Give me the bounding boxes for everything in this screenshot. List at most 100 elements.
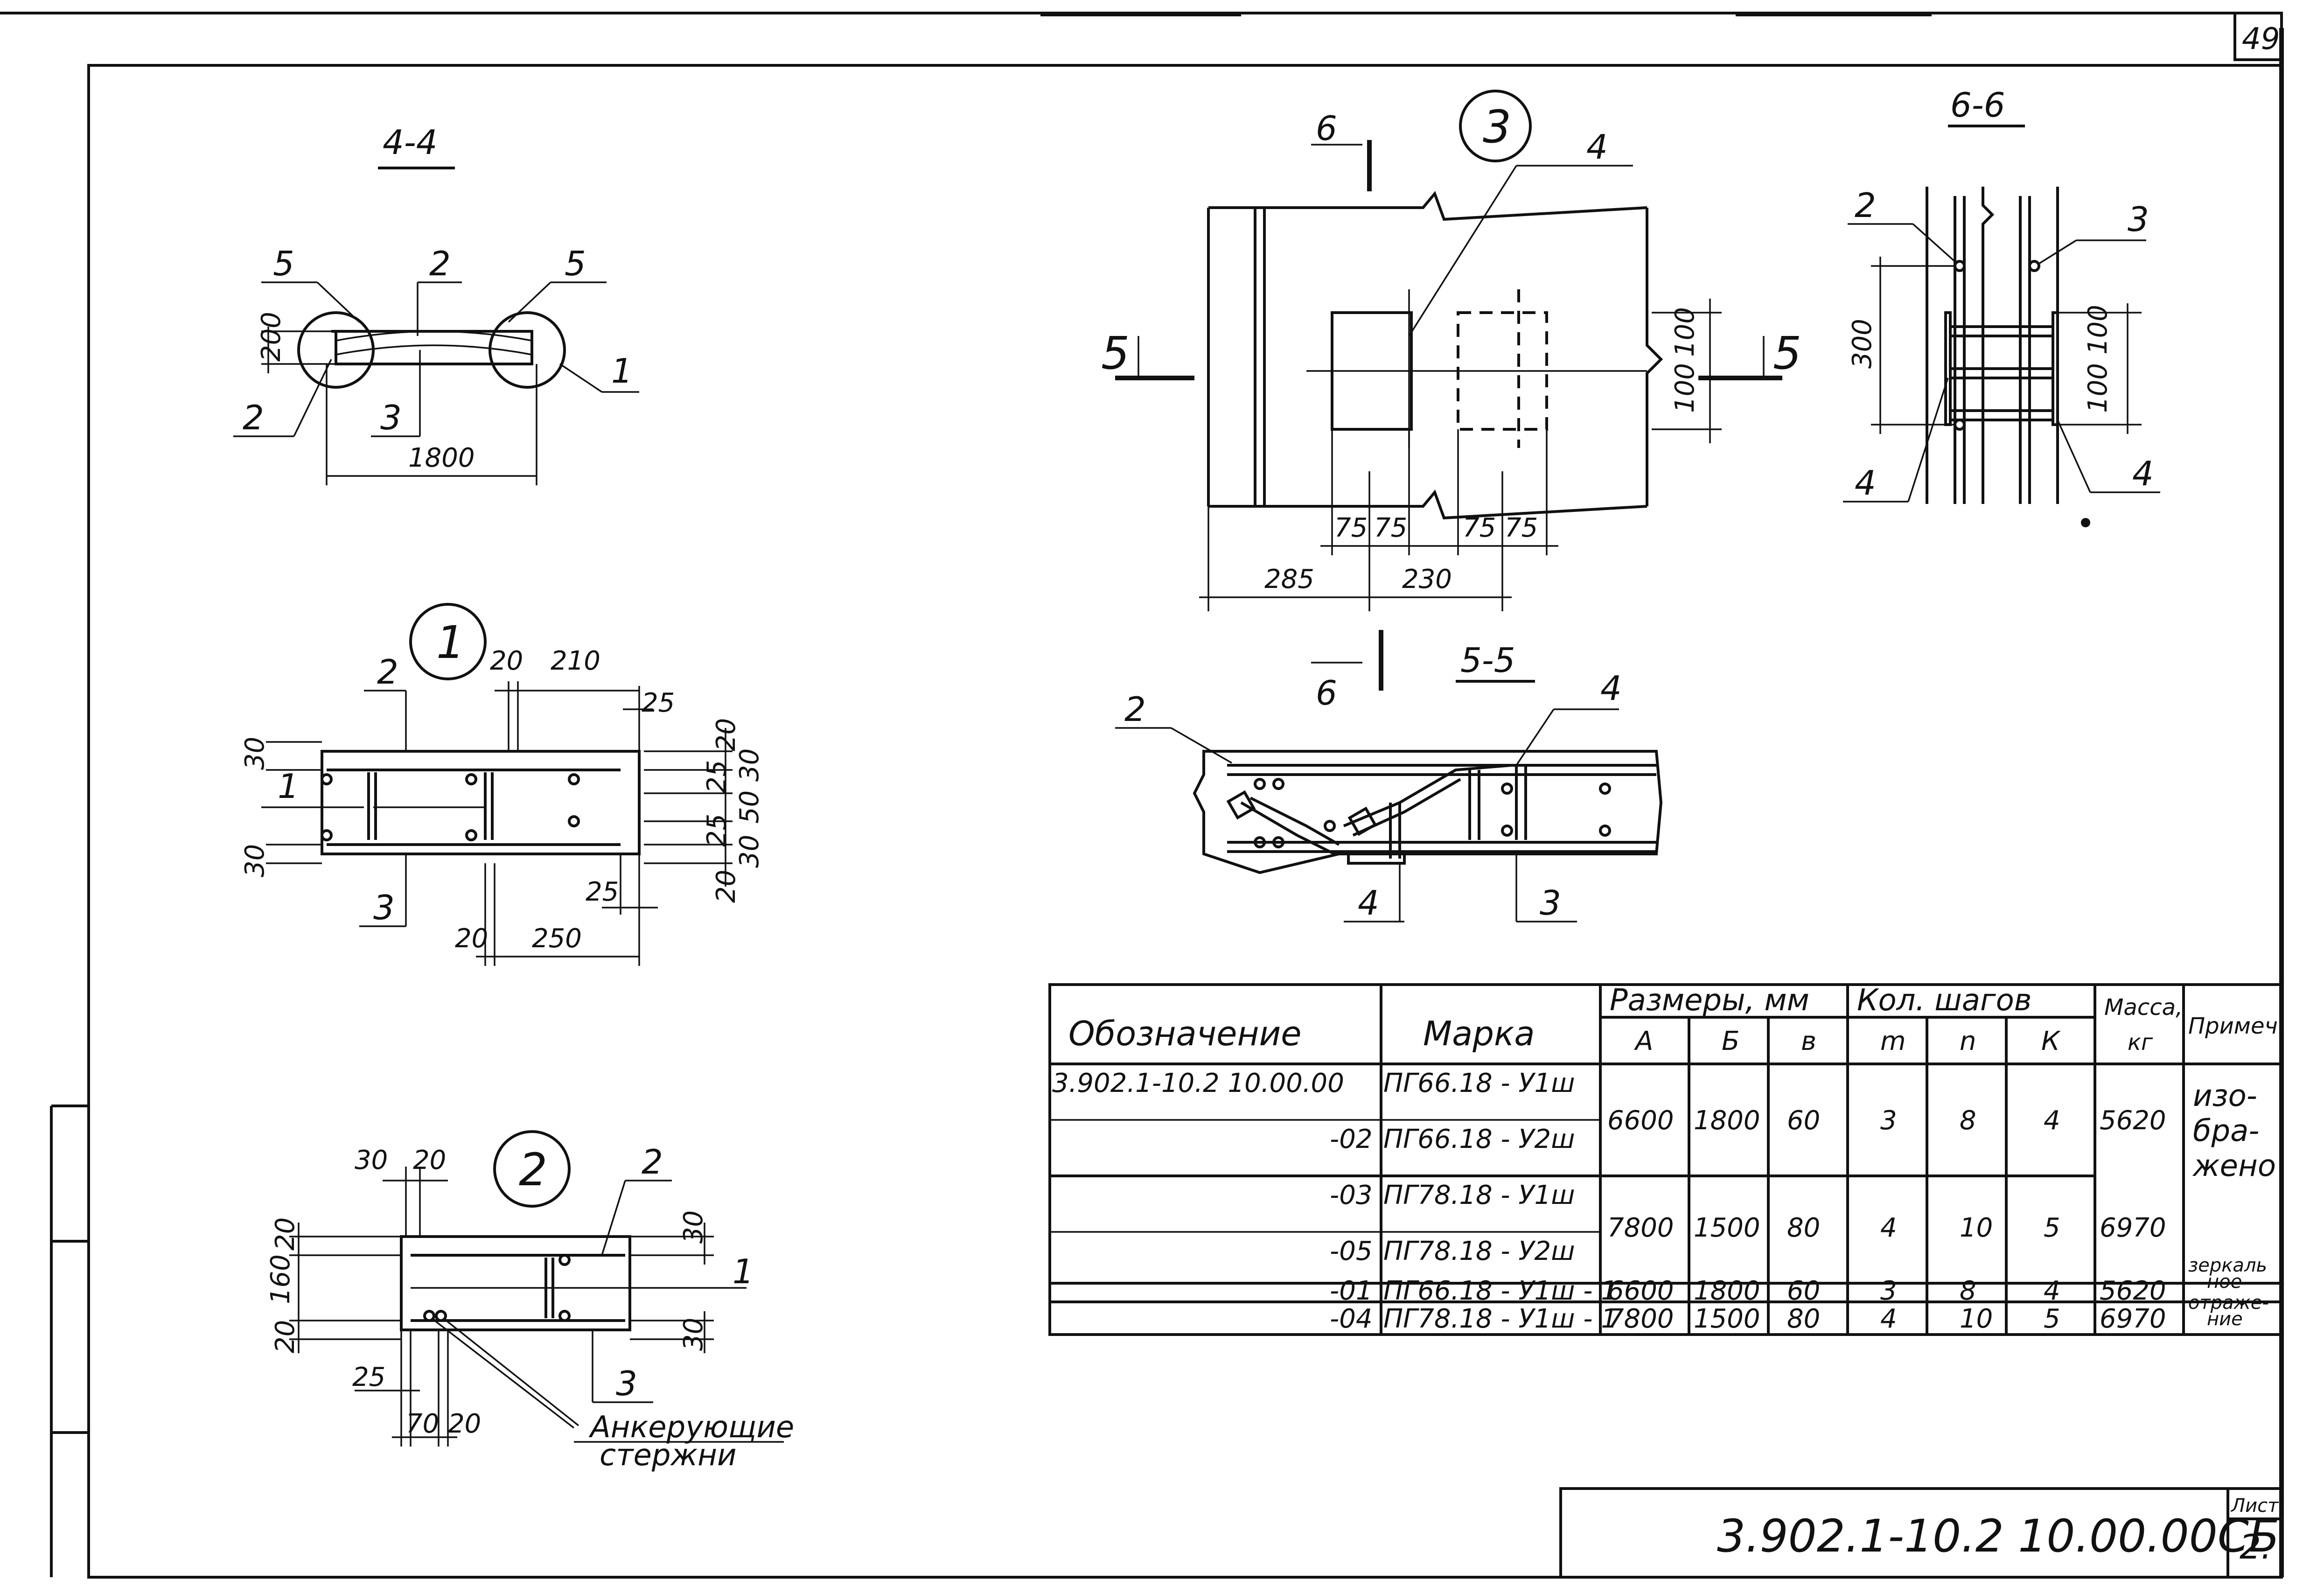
row-mark-3: ПГ78.18 - У1ш: [1383, 1180, 1575, 1210]
g2-n: 10: [1960, 1213, 1993, 1243]
r01-a: 6600: [1607, 1276, 1674, 1306]
row-designation-5: -01: [1330, 1276, 1372, 1306]
dim-200: 200: [256, 312, 286, 362]
page-number: 49: [2242, 22, 2280, 56]
node-1-callout-2: 2: [377, 652, 398, 692]
th-mass-2: кг: [2128, 1029, 2153, 1056]
note-mirror-3: отраже-: [2188, 1292, 2269, 1314]
dim-n1-25-bottom: 25: [586, 877, 619, 907]
g1-b: 1800: [1694, 1105, 1760, 1136]
row-designation-1: 3.902.1-10.2 10.00.00: [1052, 1068, 1344, 1098]
row-mark-6: ПГ78.18 - У1ш - 1: [1383, 1304, 1618, 1334]
th-step-m: m: [1880, 1026, 1906, 1056]
g2-a: 7800: [1607, 1213, 1674, 1243]
dim-6-6-100-bottom: 100: [2083, 363, 2113, 413]
dim-n1-25-r2: 25: [702, 814, 732, 847]
node-2-callout-3: 3: [616, 1364, 637, 1403]
node-3-cut-5-left: 5: [1101, 327, 1130, 379]
dim-n1-50: 50: [734, 790, 765, 824]
g1-mass: 5620: [2100, 1105, 2166, 1136]
note-depicted-1: изо-: [2193, 1079, 2257, 1113]
dim-n3-230: 230: [1402, 564, 1452, 594]
sheet-number: 2.: [2240, 1527, 2272, 1566]
dim-n3-75-4: 75: [1505, 513, 1538, 543]
node-1-callout-3: 3: [373, 888, 395, 927]
section-5-5-cut-6: 6: [1316, 673, 1337, 713]
section-5-5-title: 5-5: [1460, 641, 1515, 680]
node-1-callout-1: 1: [278, 767, 299, 806]
callout-5-right: 5: [565, 244, 586, 283]
dim-n2-20-bottom: 20: [448, 1409, 481, 1439]
dim-n2-20-left-bottom: 20: [270, 1320, 300, 1353]
dim-n1-210: 210: [551, 646, 600, 676]
r04-n: 10: [1960, 1304, 1993, 1334]
row-designation-6: -04: [1330, 1304, 1372, 1334]
dim-n1-30-r2: 30: [734, 835, 765, 868]
section-6-6-callout-4-left: 4: [1855, 463, 1876, 503]
dim-n2-70: 70: [406, 1409, 439, 1439]
section-6-6-callout-4-right: 4: [2132, 454, 2154, 493]
node-3-marker: 3: [1483, 101, 1511, 153]
dim-n2-30-right-top: 30: [678, 1210, 709, 1244]
section-6-6-callout-2: 2: [1855, 186, 1876, 225]
dim-n1-20-top: 20: [490, 646, 523, 676]
g2-k: 5: [2044, 1213, 2060, 1243]
g2-mass: 6970: [2100, 1213, 2166, 1243]
section-6-6-title: 6-6: [1950, 85, 2005, 125]
th-mark: Марка: [1423, 1014, 1535, 1053]
section-6-6-callout-3: 3: [2128, 200, 2149, 239]
section-4-4-title: 4-4: [383, 123, 438, 162]
g1-a: 6600: [1607, 1105, 1674, 1136]
r04-mass: 6970: [2100, 1304, 2166, 1334]
section-5-5-callout-4-top: 4: [1600, 669, 1622, 708]
th-size-a: А: [1634, 1026, 1653, 1056]
section-5-5-callout-3: 3: [1540, 883, 1561, 923]
r01-b: 1800: [1694, 1276, 1760, 1306]
row-designation-3: -03: [1330, 1180, 1372, 1210]
row-mark-4: ПГ78.18 - У2ш: [1383, 1236, 1575, 1266]
dim-n1-30-bottom: 30: [240, 844, 270, 877]
callout-2-bottom: 2: [243, 398, 264, 437]
node-3-callout-4: 4: [1586, 127, 1608, 167]
g1-m: 3: [1880, 1105, 1897, 1136]
note-depicted-2: бра-: [2193, 1114, 2259, 1148]
th-mass-1: Масса,: [2104, 994, 2183, 1021]
node-2-callout-1: 1: [733, 1252, 754, 1291]
r04-m: 4: [1880, 1304, 1897, 1334]
note-mirror-2: ное: [2207, 1271, 2242, 1293]
dim-1800: 1800: [408, 443, 475, 473]
node-3-cut-6: 6: [1316, 109, 1337, 148]
dim-n2-30: 30: [355, 1145, 388, 1175]
row-mark-2: ПГ66.18 - У2ш: [1383, 1124, 1575, 1154]
th-steps: Кол. шагов: [1857, 983, 2031, 1018]
node-2-marker: 2: [519, 1144, 547, 1196]
dim-n3-75-2: 75: [1374, 513, 1407, 543]
dim-n2-20-left-top: 20: [270, 1217, 300, 1251]
node-2-callout-2: 2: [642, 1142, 663, 1182]
row-mark-1: ПГ66.18 - У1ш: [1383, 1068, 1575, 1098]
r04-a: 7800: [1607, 1304, 1674, 1334]
dim-n2-20: 20: [413, 1145, 446, 1175]
sheet-label: Лист: [2230, 1495, 2279, 1517]
spec-table: Обозначение Марка Размеры, мм А Б в Кол.…: [1048, 983, 2285, 1336]
r01-v: 60: [1787, 1276, 1820, 1306]
r01-n: 8: [1960, 1276, 1976, 1306]
dim-n2-160: 160: [265, 1254, 296, 1304]
section-4-4: 4-4 200 1800 5 2 5 2 3 1: [233, 123, 639, 485]
r01-k: 4: [2044, 1276, 2060, 1306]
th-designation: Обозначение: [1068, 1014, 1302, 1053]
th-note: Примеч.: [2188, 1013, 2285, 1039]
dim-6-6-100-top: 100: [2083, 305, 2113, 355]
title-block: 3.902.1-10.2 10.00.00СБ Лист 2.: [1559, 1487, 2283, 1579]
th-step-k: К: [2041, 1026, 2061, 1056]
dim-n2-25: 25: [352, 1362, 385, 1392]
node-3-cut-5-right: 5: [1773, 327, 1801, 379]
callout-1: 1: [611, 351, 633, 391]
node-2: 2 2 1 3 30 20 20 160 20 30: [265, 1130, 794, 1473]
dim-n1-30-top: 30: [240, 737, 270, 770]
dim-n2-30-right-bottom: 30: [678, 1318, 709, 1351]
th-size-v: в: [1801, 1026, 1816, 1056]
callout-3: 3: [380, 398, 402, 437]
dim-n1-20-r1: 20: [711, 718, 741, 751]
